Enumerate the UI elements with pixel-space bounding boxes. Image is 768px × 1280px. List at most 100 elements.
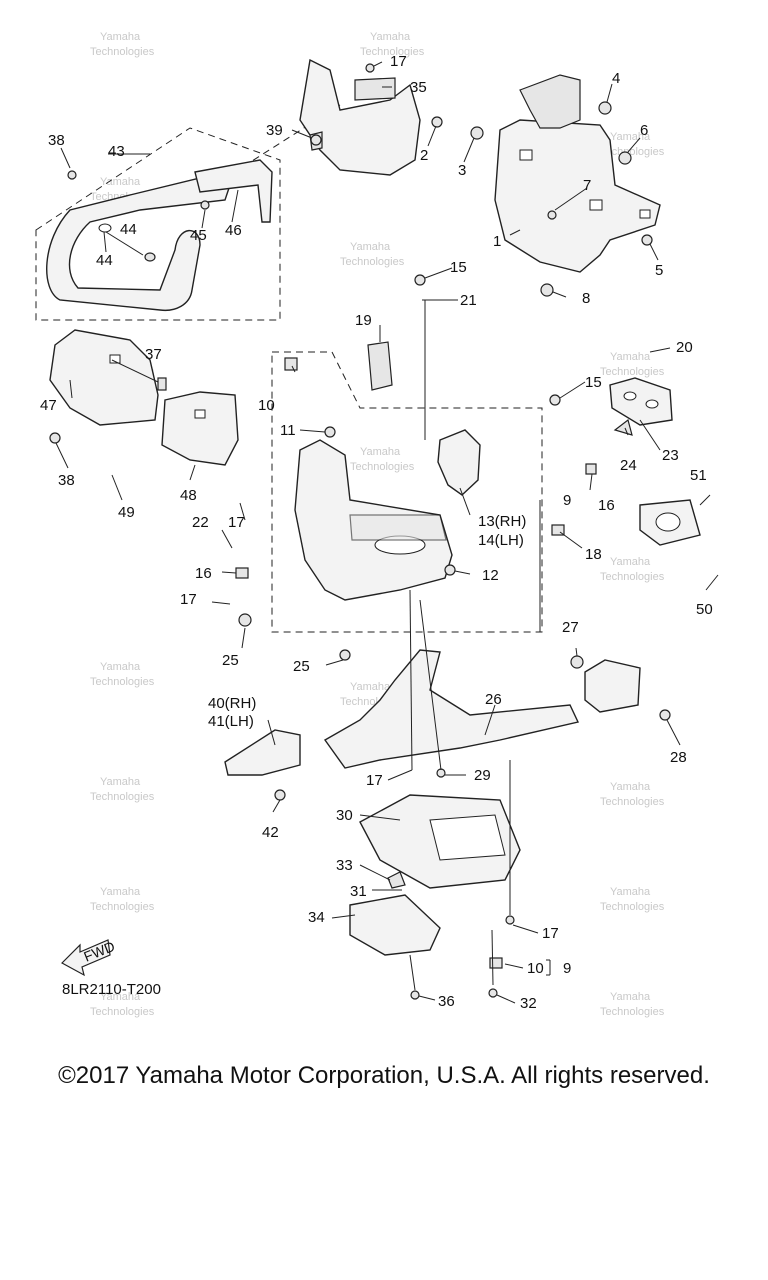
callout-18: 18: [585, 546, 602, 563]
callout-14: 14(LH): [478, 532, 524, 549]
svg-text:Yamaha: Yamaha: [360, 446, 401, 458]
callout-17: 17: [180, 591, 197, 608]
callout-13: 13(RH): [478, 513, 526, 530]
callout-19: 19: [355, 312, 372, 329]
callout-27: 27: [562, 619, 579, 636]
callout-49: 49: [118, 504, 135, 521]
callout-40: 40(RH): [208, 695, 256, 712]
callout-7: 7: [583, 177, 591, 194]
fasteners: [49, 63, 671, 1000]
fwd-label: FWD: [81, 938, 117, 965]
callout-39: 39: [266, 122, 283, 139]
callout-51: 51: [690, 467, 707, 484]
svg-text:Technologies: Technologies: [90, 791, 155, 803]
leader-lines: [55, 61, 719, 1004]
svg-text:Yamaha: Yamaha: [610, 886, 651, 898]
callout-15: 15: [450, 259, 467, 276]
plate-part: [609, 377, 673, 426]
callout-24: 24: [620, 457, 637, 474]
shroud-part: [494, 74, 661, 273]
callout-11: 11: [280, 422, 296, 439]
svg-text:Yamaha: Yamaha: [100, 176, 141, 188]
svg-text:Yamaha: Yamaha: [610, 556, 651, 568]
callout-38: 38: [48, 132, 65, 149]
svg-text:Yamaha: Yamaha: [610, 781, 651, 793]
guard-bracket-part: [194, 159, 273, 223]
svg-text:Technologies: Technologies: [600, 571, 665, 583]
svg-text:Yamaha: Yamaha: [370, 31, 411, 43]
svg-text:Yamaha: Yamaha: [100, 661, 141, 673]
shroud-bracket-part: [519, 74, 581, 129]
callout-10: 10: [258, 397, 275, 414]
svg-text:Technologies: Technologies: [90, 46, 155, 58]
skid-plate-part: [349, 794, 521, 956]
callout-26: 26: [485, 691, 502, 708]
callout-25: 25: [293, 658, 310, 675]
top-cover-part: [299, 58, 421, 176]
copyright-notice: ©2017 Yamaha Motor Corporation, U.S.A. A…: [58, 1062, 710, 1089]
guard-bar-part: [46, 159, 273, 312]
callout-20: 20: [676, 339, 693, 356]
main-frame-part: [294, 341, 701, 601]
callout-9: 9: [563, 492, 571, 509]
callout-48: 48: [180, 487, 197, 504]
svg-text:Technologies: Technologies: [340, 256, 405, 268]
strip-19-part: [367, 341, 393, 391]
callout-44: 44: [96, 252, 113, 269]
callout-43: 43: [108, 143, 125, 160]
callout-17: 17: [390, 53, 407, 70]
svg-text:Yamaha: Yamaha: [610, 131, 651, 143]
svg-text:Technologies: Technologies: [350, 461, 415, 473]
callout-12: 12: [482, 567, 499, 584]
callout-labels: 17 35 39 2 3 4 6 7 1 5 8 38 43 44 44 45 …: [40, 53, 713, 1012]
callout-38: 38: [58, 472, 75, 489]
callout-46: 46: [225, 222, 242, 239]
svg-text:Yamaha: Yamaha: [610, 351, 651, 363]
svg-text:Technologies: Technologies: [600, 1006, 665, 1018]
callout-30: 30: [336, 807, 353, 824]
hinge-bracket-part: [437, 429, 481, 496]
callout-21: 21: [460, 292, 477, 309]
bracket-40-part: [224, 729, 301, 776]
callout-32: 32: [520, 995, 537, 1012]
callout-2: 2: [420, 147, 428, 164]
svg-text:Yamaha: Yamaha: [350, 681, 391, 693]
callout-25: 25: [222, 652, 239, 669]
callout-6: 6: [640, 122, 648, 139]
svg-text:Technologies: Technologies: [600, 146, 665, 158]
frame-assembly-boundary: [271, 351, 543, 633]
plate-34-part: [349, 894, 441, 956]
callout-29: 29: [474, 767, 491, 784]
rear-bracket-part: [584, 659, 641, 713]
callout-34: 34: [308, 909, 325, 926]
callout-8: 8: [582, 290, 590, 307]
callout-5: 5: [655, 262, 663, 279]
callout-31: 31: [350, 883, 367, 900]
callout-33: 33: [336, 857, 353, 874]
clip-bracket-part: [354, 77, 396, 101]
svg-text:Technologies: Technologies: [600, 796, 665, 808]
svg-text:Technologies: Technologies: [90, 1006, 155, 1018]
callout-22: 22: [192, 514, 209, 531]
svg-text:Yamaha: Yamaha: [610, 991, 651, 1003]
callout-17: 17: [542, 925, 559, 942]
callout-47: 47: [40, 397, 57, 414]
svg-text:Yamaha: Yamaha: [100, 886, 141, 898]
callout-45: 45: [190, 227, 207, 244]
svg-text:Technologies: Technologies: [90, 676, 155, 688]
callout-16: 16: [195, 565, 212, 582]
svg-text:Yamaha: Yamaha: [350, 241, 391, 253]
callout-17: 17: [366, 772, 383, 789]
callout-41: 41(LH): [208, 713, 254, 730]
callout-15: 15: [585, 374, 602, 391]
fwd-arrow-icon: FWD: [61, 938, 117, 977]
sub-frame-part: [224, 649, 641, 776]
callout-23: 23: [662, 447, 679, 464]
callout-3: 3: [458, 162, 466, 179]
callout-9: 9: [563, 960, 571, 977]
callout-4: 4: [612, 70, 620, 87]
svg-text:Technologies: Technologies: [90, 901, 155, 913]
callout-28: 28: [670, 749, 687, 766]
callout-50: 50: [696, 601, 713, 618]
